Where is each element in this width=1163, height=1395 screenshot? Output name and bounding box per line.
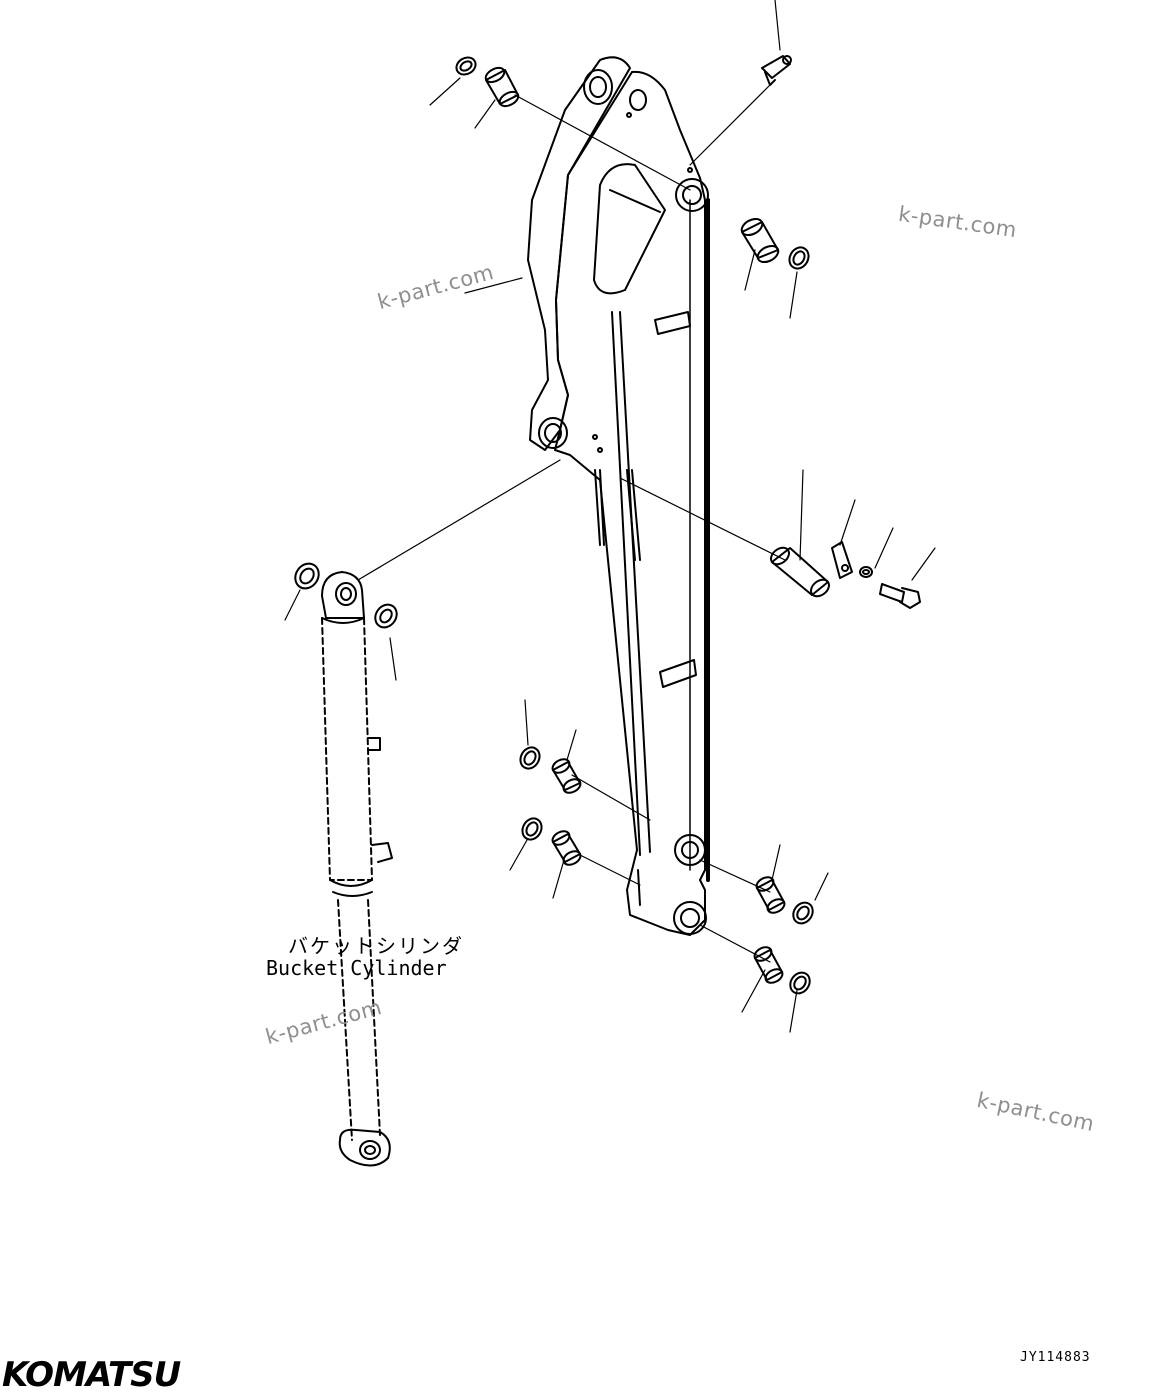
cylinder-label-english: Bucket Cylinder (266, 956, 447, 980)
cylinder-label-japanese: バケットシリンダ (288, 934, 464, 958)
bushing-bottom-left-1 (551, 758, 582, 794)
bushing-top-left (484, 66, 520, 108)
arm-body (527, 56, 710, 936)
drawing-id: JY114883 (1020, 1350, 1091, 1365)
shim-right-upper (788, 246, 810, 270)
bushing-bottom-right-2 (753, 946, 784, 984)
bucket-cylinder (321, 571, 393, 1167)
shim-bottom-left-2 (521, 817, 543, 841)
shim-bottom-right-2 (789, 971, 811, 995)
bushing-bottom-right-1 (755, 876, 786, 914)
bushing-right-upper (740, 217, 780, 264)
brand-logo: KOMATSU (2, 1355, 181, 1395)
cylinder-shim-left (294, 562, 320, 590)
leader-lines (284, 0, 936, 1033)
lock-plate (831, 541, 853, 579)
bushing-bottom-left-2 (551, 830, 582, 866)
shim-bottom-left-1 (519, 746, 541, 770)
shim-bottom-right-1 (792, 901, 814, 925)
bolt (879, 583, 921, 609)
grease-fitting (761, 55, 792, 86)
cylinder-shim-right (374, 603, 398, 629)
washer (859, 566, 873, 578)
shim-top-left (455, 56, 477, 76)
pin (770, 546, 830, 598)
